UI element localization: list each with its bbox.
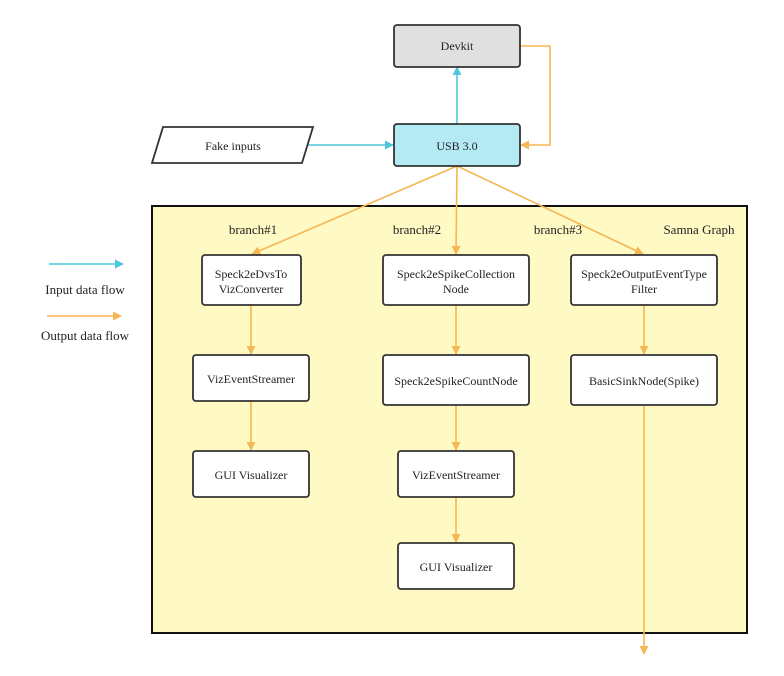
devkit-node: Devkit <box>393 24 521 68</box>
svg-text:Speck2eSpikeCollection: Speck2eSpikeCollection <box>397 267 515 281</box>
b2-count-node: Speck2eSpikeCountNode <box>382 354 530 406</box>
branch1-label: branch#1 <box>229 222 277 237</box>
svg-text:Fake inputs: Fake inputs <box>205 139 261 153</box>
svg-text:GUI Visualizer: GUI Visualizer <box>420 560 493 574</box>
svg-text:VizConverter: VizConverter <box>219 282 284 296</box>
svg-text:GUI Visualizer: GUI Visualizer <box>215 468 288 482</box>
branch3-label: branch#3 <box>534 222 582 237</box>
legend-input-label: Input data flow <box>45 282 125 297</box>
b1-gui-node: GUI Visualizer <box>192 450 310 498</box>
svg-text:VizEventStreamer: VizEventStreamer <box>207 372 295 386</box>
edge-usb-to-branch1 <box>251 165 458 255</box>
svg-text:Filter: Filter <box>631 282 657 296</box>
edge-devkit-to-usb <box>520 45 551 150</box>
svg-text:Devkit: Devkit <box>441 39 474 53</box>
b1-converter-node: Speck2eDvsTo VizConverter <box>201 254 302 306</box>
svg-text:USB 3.0: USB 3.0 <box>436 139 477 153</box>
edge-usb-to-branch2 <box>451 165 461 255</box>
b2-collection-node: Speck2eSpikeCollection Node <box>382 254 530 306</box>
svg-text:VizEventStreamer: VizEventStreamer <box>412 468 500 482</box>
svg-text:Node: Node <box>443 282 469 296</box>
b3-sink-node: BasicSinkNode(Spike) <box>570 354 718 406</box>
legend: Input data flow Output data flow <box>41 259 130 343</box>
svg-text:BasicSinkNode(Spike): BasicSinkNode(Spike) <box>589 374 699 388</box>
svg-text:Speck2eSpikeCountNode: Speck2eSpikeCountNode <box>394 374 517 388</box>
b2-streamer-node: VizEventStreamer <box>397 450 515 498</box>
edge-usb-to-branch3 <box>456 165 644 255</box>
b3-filter-node: Speck2eOutputEventType Filter <box>570 254 718 306</box>
b2-gui-node: GUI Visualizer <box>397 542 515 590</box>
legend-output-label: Output data flow <box>41 328 130 343</box>
usb-node: USB 3.0 <box>393 123 521 167</box>
b1-streamer-node: VizEventStreamer <box>192 354 310 402</box>
graph-label: Samna Graph <box>663 222 735 237</box>
svg-text:Speck2eOutputEventType: Speck2eOutputEventType <box>581 267 707 281</box>
branch2-label: branch#2 <box>393 222 441 237</box>
fake-inputs-node: Fake inputs <box>150 126 315 164</box>
svg-text:Speck2eDvsTo: Speck2eDvsTo <box>215 267 287 281</box>
